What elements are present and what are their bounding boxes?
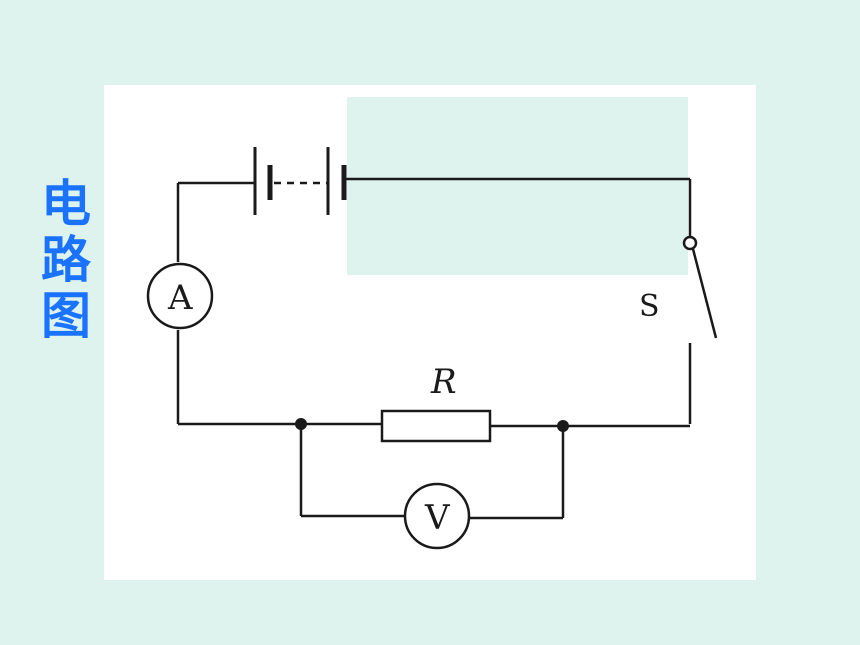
switch-pivot [682,235,698,251]
resistor-symbol [380,409,492,443]
voltmeter-label: V [424,498,451,538]
voltmeter-circle [403,482,471,550]
switch-symbol [682,235,718,424]
slide-title: 电路图 [41,175,91,345]
cover-box [347,97,688,275]
ammeter-label: A [167,278,193,318]
ammeter-circle [146,262,214,330]
switch-blade [691,248,718,339]
resistor-label: R [430,362,457,402]
battery-symbol [178,147,347,215]
switch-label: S [639,289,660,324]
